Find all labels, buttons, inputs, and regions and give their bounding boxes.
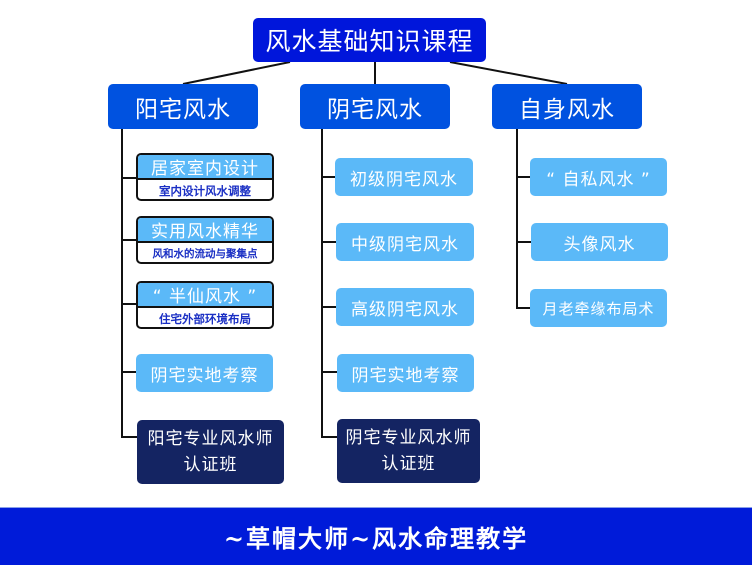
- course-subtitle: 住宅外部环境布局: [159, 311, 251, 326]
- course-title: 阴宅实地考察: [351, 365, 460, 386]
- footer-text: ~草帽大师~风水命理教学: [223, 524, 529, 553]
- course-title: 高级阴宅风水: [351, 299, 459, 320]
- course-avatar-fengshui: 头像风水: [531, 223, 668, 261]
- course-subtitle: 风和水的流动与聚集点: [152, 248, 258, 260]
- course-title: 中级阴宅风水: [351, 234, 459, 255]
- category-yin: 阴宅风水: [300, 84, 450, 129]
- category-yang: 阳宅风水: [108, 84, 258, 129]
- course-yang-certification: 阳宅专业风水师 认证班: [137, 420, 284, 484]
- course-subtitle: 室内设计风水调整: [159, 183, 251, 198]
- course-yin-certification: 阴宅专业风水师 认证班: [337, 419, 480, 483]
- course-yin-beginner: 初级阴宅风水: [335, 158, 473, 196]
- connector-yang-trunk: [121, 129, 137, 438]
- connector-root-left: [182, 61, 291, 85]
- course-title: 实用风水精华: [138, 218, 272, 243]
- course-title: 阳宅专业风水师: [147, 429, 274, 449]
- root-node: 风水基础知识课程: [253, 18, 486, 62]
- category-label: 阴宅风水: [327, 96, 423, 123]
- course-matchmaking-layout: 月老牵缘布局术: [530, 289, 667, 327]
- footer-banner: ~草帽大师~风水命理教学: [0, 507, 752, 565]
- course-banxian: “ 半仙风水 ” 住宅外部环境布局: [136, 281, 274, 329]
- category-self: 自身风水: [492, 84, 642, 129]
- course-title: 阴宅专业风水师: [345, 428, 472, 448]
- connector-yin-trunk: [321, 129, 338, 438]
- course-title: 头像风水: [563, 234, 636, 255]
- course-yin-field-survey: 阴宅实地考察: [337, 354, 474, 392]
- course-yin-advanced: 高级阴宅风水: [336, 288, 474, 326]
- course-practical-essence: 实用风水精华 风和水的流动与聚集点: [136, 216, 274, 264]
- connector-self-trunk: [516, 129, 531, 309]
- course-yin-intermediate: 中级阴宅风水: [336, 223, 474, 261]
- course-yang-field-survey: 阴宅实地考察: [136, 354, 273, 392]
- root-title: 风水基础知识课程: [265, 27, 474, 56]
- connector-root-right: [449, 61, 568, 85]
- course-title-line2: 认证班: [183, 455, 238, 475]
- course-title-line2: 认证班: [381, 454, 436, 474]
- course-title: “ 半仙风水 ”: [138, 283, 272, 308]
- course-selfish-fengshui: “ 自私风水 ”: [530, 158, 667, 196]
- course-title: “ 自私风水 ”: [546, 169, 651, 190]
- course-title: 居家室内设计: [138, 155, 272, 180]
- category-label: 阳宅风水: [135, 96, 231, 123]
- course-title: 初级阴宅风水: [350, 169, 458, 190]
- course-home-interior: 居家室内设计 室内设计风水调整: [136, 153, 274, 201]
- course-title: 阴宅实地考察: [150, 365, 259, 386]
- category-label: 自身风水: [519, 96, 615, 123]
- course-title: 月老牵缘布局术: [542, 299, 655, 318]
